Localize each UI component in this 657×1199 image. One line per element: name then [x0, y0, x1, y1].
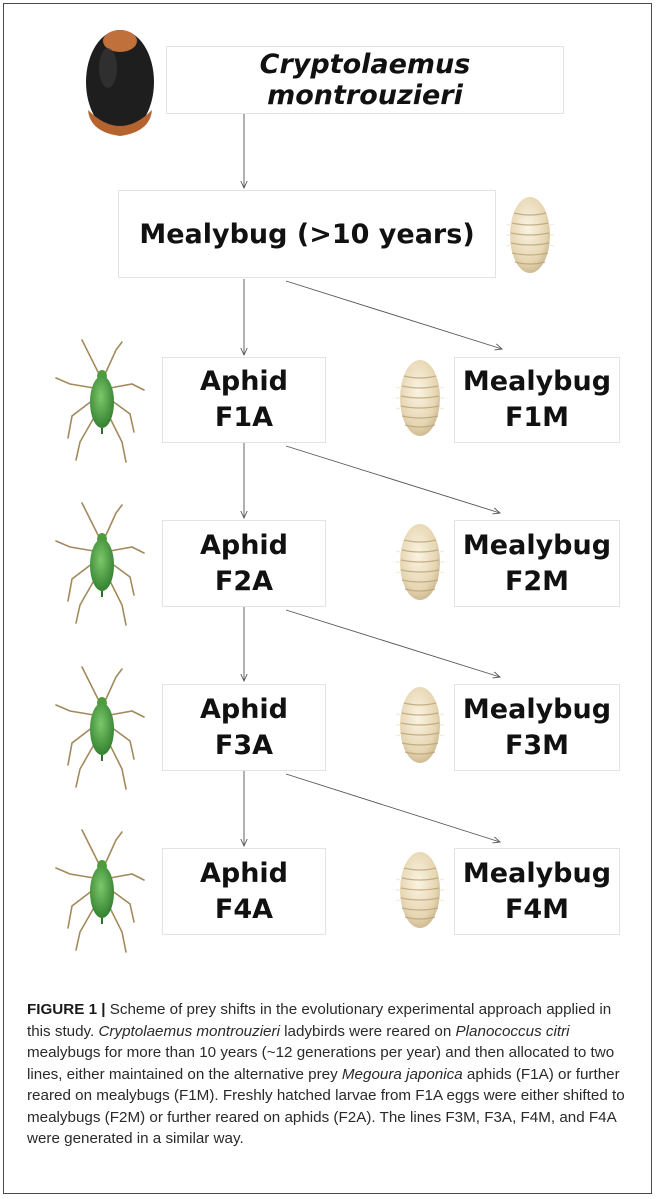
aphid-image	[56, 503, 144, 625]
ladybird-image	[86, 30, 154, 136]
arrow	[286, 610, 500, 677]
aphid-image	[56, 340, 144, 462]
species-name: Cryptolaemus montrouzieri	[167, 49, 563, 111]
aphid-label: Aphid	[200, 528, 288, 564]
aphid-label: Aphid	[200, 856, 288, 892]
mealybug-label: Mealybug	[463, 364, 611, 400]
start-mealybug-box: Mealybug (>10 years)	[118, 190, 496, 278]
aphid-box-f2a: Aphid F2A	[162, 520, 326, 607]
aphid-box-f1a: Aphid F1A	[162, 357, 326, 443]
line-code: F3A	[215, 728, 273, 764]
figure-caption: FIGURE 1 | Scheme of prey shifts in the …	[27, 999, 631, 1150]
line-code: F4A	[215, 892, 273, 928]
mealybug-image	[396, 524, 444, 600]
arrow	[286, 281, 502, 349]
aphid-label: Aphid	[200, 692, 288, 728]
aphid-label: Aphid	[200, 364, 288, 400]
mealybug-box-f2m: Mealybug F2M	[454, 520, 620, 607]
mealybug-label: Mealybug	[463, 528, 611, 564]
line-code: F3M	[505, 728, 569, 764]
mealybug-box-f4m: Mealybug F4M	[454, 848, 620, 935]
arrow	[286, 446, 500, 513]
alt-prey-species-italic: Megoura japonica	[342, 1066, 463, 1083]
figure-label: FIGURE 1 |	[27, 1001, 106, 1018]
line-code: F2M	[505, 564, 569, 600]
start-node-label: Mealybug (>10 years)	[139, 219, 474, 250]
aphid-image	[56, 667, 144, 789]
mealybug-box-f3m: Mealybug F3M	[454, 684, 620, 771]
mealybug-image	[396, 360, 444, 436]
aphid-box-f4a: Aphid F4A	[162, 848, 326, 935]
mealybug-label: Mealybug	[463, 856, 611, 892]
caption-text: ladybirds were reared on	[280, 1023, 456, 1040]
prey-species-italic: Planococcus citri	[456, 1023, 570, 1040]
line-code: F1M	[505, 400, 569, 436]
line-code: F1A	[215, 400, 273, 436]
mealybug-image	[396, 852, 444, 928]
arrow	[286, 774, 500, 842]
mealybug-box-f1m: Mealybug F1M	[454, 357, 620, 443]
aphid-box-f3a: Aphid F3A	[162, 684, 326, 771]
aphid-image	[56, 830, 144, 952]
mealybug-image	[506, 197, 554, 273]
mealybug-label: Mealybug	[463, 692, 611, 728]
species-box: Cryptolaemus montrouzieri	[166, 46, 564, 114]
mealybug-image	[396, 687, 444, 763]
line-code: F4M	[505, 892, 569, 928]
line-code: F2A	[215, 564, 273, 600]
species-name-italic: Cryptolaemus montrouzieri	[98, 1023, 279, 1040]
